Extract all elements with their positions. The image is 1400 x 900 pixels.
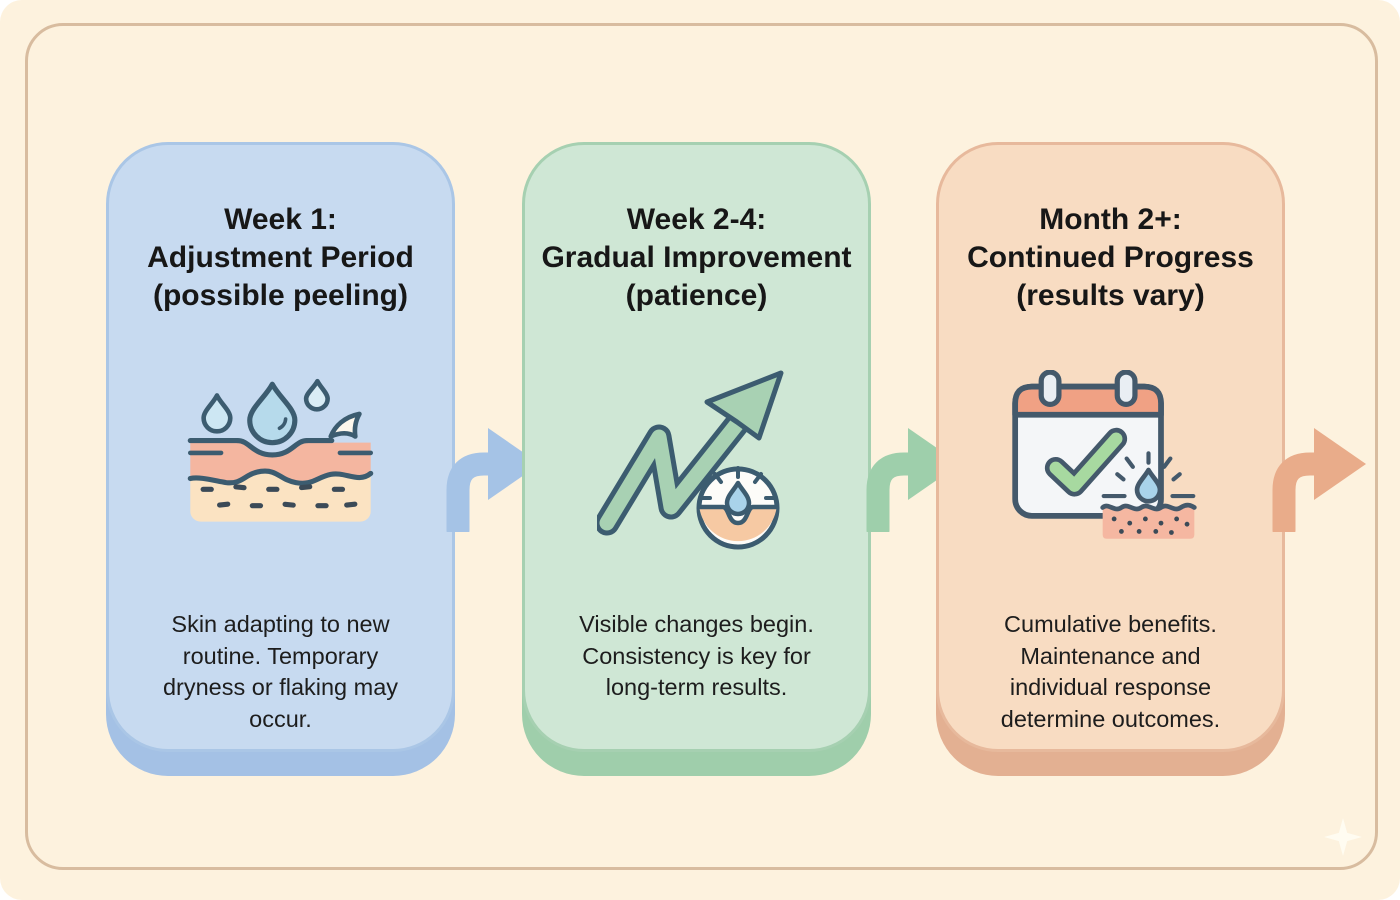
growth-arrow	[596, 370, 783, 535]
calendar-check-icon	[1011, 335, 1210, 579]
card-month-2-plus-description: Cumulative benefits. Maintenance and ind…	[1000, 611, 1221, 732]
card-week-2-4-title: Week 2-4: Gradual Improvement (patience)	[541, 203, 852, 312]
trend-arrow-icon	[596, 335, 797, 579]
card-week-2-4-description: Visible changes begin. Consistency is ke…	[579, 611, 814, 700]
water-droplets	[201, 378, 330, 445]
peeling-flake	[328, 411, 362, 439]
card-week-2-4: Week 2-4: Gradual Improvement (patience)	[522, 142, 871, 776]
flow-arrow-icon-peach	[1272, 428, 1366, 532]
card-week-1-body: Week 1: Adjustment Period (possible peel…	[106, 142, 455, 752]
card-month-2-plus: Month 2+: Continued Progress (results va…	[936, 142, 1285, 776]
flow-arrow-icon-green	[866, 428, 960, 532]
card-week-1-title: Week 1: Adjustment Period (possible peel…	[147, 203, 414, 312]
hydrated-skin	[1099, 450, 1197, 539]
skin-gauge	[696, 465, 779, 549]
skin-droplets-icon	[178, 335, 383, 579]
calendar	[1011, 369, 1164, 519]
card-month-2-plus-body: Month 2+: Continued Progress (results va…	[936, 142, 1285, 752]
skin-layers	[187, 437, 374, 522]
card-week-2-4-body: Week 2-4: Gradual Improvement (patience)	[522, 142, 871, 752]
sparkle-icon	[1324, 818, 1362, 856]
card-week-1-description: Skin adapting to new routine. Temporary …	[162, 611, 399, 732]
flow-arrow-icon-blue	[446, 428, 540, 532]
card-week-1: Week 1: Adjustment Period (possible peel…	[106, 142, 455, 776]
checkmark	[1044, 427, 1127, 497]
card-month-2-plus-title: Month 2+: Continued Progress (results va…	[967, 203, 1254, 312]
